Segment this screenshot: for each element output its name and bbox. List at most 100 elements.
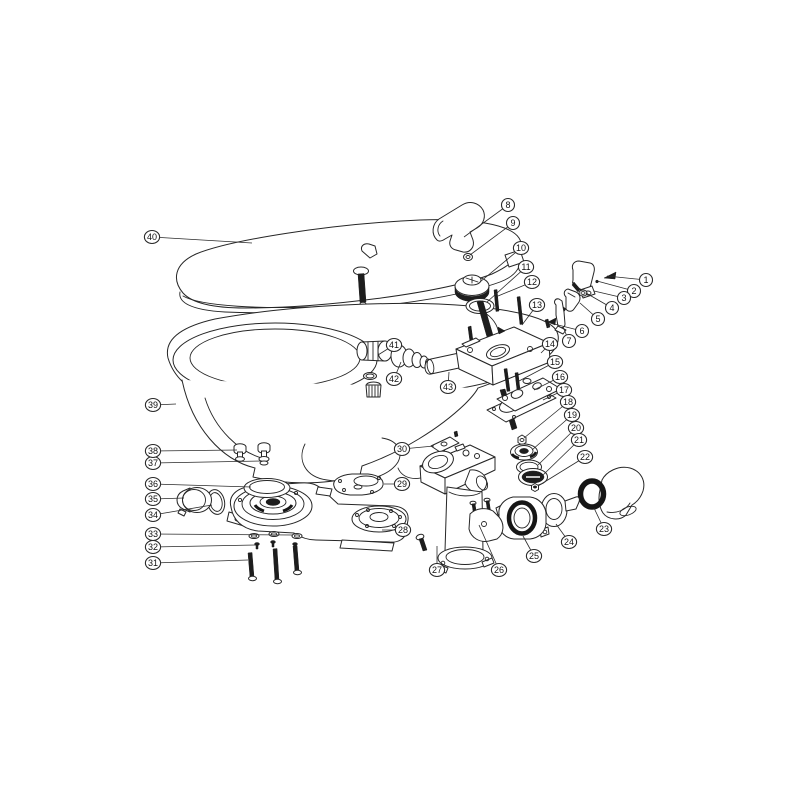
callout-6: 6 bbox=[549, 322, 590, 339]
callout-33: 33 bbox=[144, 526, 294, 542]
callout-bubble-10 bbox=[512, 240, 530, 256]
outlet-bracket bbox=[468, 497, 504, 542]
callout-26: 26 bbox=[478, 524, 508, 578]
stack-nut-upper bbox=[517, 434, 527, 446]
leader-line-26 bbox=[478, 524, 500, 571]
callout-number-42: 42 bbox=[389, 374, 399, 384]
drain-fitting-left bbox=[233, 443, 247, 462]
callout-1: 1 bbox=[606, 272, 654, 288]
callout-30: 30 bbox=[393, 441, 435, 457]
callout-bubble-1 bbox=[638, 272, 654, 288]
callout-number-4: 4 bbox=[609, 303, 614, 313]
callout-bubble-16 bbox=[551, 369, 569, 385]
callout-bubble-13 bbox=[528, 297, 546, 313]
callout-8: 8 bbox=[463, 197, 516, 238]
callout-10: 10 bbox=[479, 240, 530, 283]
callout-number-36: 36 bbox=[148, 479, 158, 489]
callout-bubble-15 bbox=[546, 354, 564, 370]
callout-number-29: 29 bbox=[397, 479, 407, 489]
callout-number-23: 23 bbox=[599, 524, 609, 534]
bracket-screws bbox=[595, 271, 617, 284]
valve-washer bbox=[578, 289, 588, 297]
callout-number-28: 28 bbox=[398, 525, 408, 535]
callout-2: 2 bbox=[596, 280, 642, 299]
access-cap bbox=[176, 487, 212, 517]
leader-line-22 bbox=[537, 456, 586, 487]
callout-bubble-23 bbox=[595, 521, 613, 537]
callout-38: 38 bbox=[144, 443, 238, 459]
callout-number-8: 8 bbox=[505, 200, 510, 210]
callout-number-14: 14 bbox=[545, 339, 555, 349]
callout-bubble-4 bbox=[604, 300, 620, 316]
callout-21: 21 bbox=[542, 432, 588, 476]
base-housing bbox=[226, 482, 409, 552]
leader-line-37 bbox=[152, 460, 263, 464]
callout-bubble-41 bbox=[385, 337, 403, 353]
callout-23: 23 bbox=[593, 507, 613, 537]
callout-bubble-3 bbox=[616, 290, 632, 306]
callout-39: 39 bbox=[144, 397, 177, 413]
callout-bubble-27 bbox=[428, 562, 446, 578]
callout-number-5: 5 bbox=[595, 314, 600, 324]
callout-number-37: 37 bbox=[148, 458, 158, 468]
callout-number-25: 25 bbox=[529, 551, 539, 561]
callout-16: 16 bbox=[533, 369, 569, 391]
pump-cylinder-assembly bbox=[415, 430, 504, 574]
callout-bubble-34 bbox=[144, 507, 162, 523]
callout-20: 20 bbox=[537, 420, 585, 466]
callout-28: 28 bbox=[382, 522, 412, 538]
callout-bubble-31 bbox=[144, 555, 162, 571]
callout-4: 4 bbox=[585, 292, 620, 316]
top-plate bbox=[496, 377, 562, 412]
callout-number-11: 11 bbox=[521, 262, 530, 272]
callout-24: 24 bbox=[555, 523, 578, 550]
callout-bubble-11 bbox=[517, 259, 535, 275]
callout-number-19: 19 bbox=[567, 410, 577, 420]
leader-line-18 bbox=[523, 401, 569, 439]
callout-layer: 1234567891011121314151617181920212223242… bbox=[143, 197, 654, 578]
callout-32: 32 bbox=[144, 539, 257, 555]
callout-42: 42 bbox=[385, 361, 403, 387]
callout-number-41: 41 bbox=[389, 340, 399, 350]
callout-bubble-35 bbox=[144, 491, 162, 507]
callout-number-34: 34 bbox=[148, 510, 158, 520]
callout-number-3: 3 bbox=[621, 293, 626, 303]
callout-bubble-28 bbox=[394, 522, 412, 538]
callout-31: 31 bbox=[144, 555, 249, 571]
callout-number-40: 40 bbox=[147, 232, 157, 242]
callout-bubble-38 bbox=[144, 443, 162, 459]
callout-12: 12 bbox=[497, 274, 541, 297]
callout-number-21: 21 bbox=[574, 435, 584, 445]
set-screws bbox=[254, 540, 298, 550]
callout-number-1: 1 bbox=[643, 275, 648, 285]
callout-number-12: 12 bbox=[527, 277, 537, 287]
callout-bubble-42 bbox=[385, 371, 403, 387]
callout-number-16: 16 bbox=[555, 372, 565, 382]
stack-nut-lower bbox=[531, 483, 539, 492]
toilet-bowl bbox=[166, 303, 559, 484]
leader-line-19 bbox=[531, 414, 573, 451]
top-bracket bbox=[430, 436, 460, 453]
leader-line-8 bbox=[463, 204, 509, 238]
callout-7: 7 bbox=[561, 326, 577, 349]
callout-bubble-26 bbox=[490, 562, 508, 578]
leader-line-40 bbox=[151, 236, 253, 244]
leader-line-36 bbox=[152, 483, 252, 488]
pump-handle bbox=[432, 202, 485, 253]
callout-number-2: 2 bbox=[631, 286, 636, 296]
callout-bubble-40 bbox=[143, 229, 161, 245]
callout-number-9: 9 bbox=[510, 218, 515, 228]
callout-bubble-43 bbox=[439, 379, 457, 395]
callout-number-17: 17 bbox=[559, 385, 569, 395]
pump-spout bbox=[464, 469, 488, 493]
leader-line-34 bbox=[152, 504, 213, 516]
callout-25: 25 bbox=[522, 535, 543, 564]
leader-line-11 bbox=[486, 266, 527, 303]
leader-line-21 bbox=[542, 439, 580, 476]
callout-3: 3 bbox=[593, 290, 632, 306]
leader-line-33 bbox=[152, 533, 294, 536]
callout-11: 11 bbox=[486, 259, 535, 303]
callout-number-32: 32 bbox=[148, 542, 158, 552]
elbow-o-ring bbox=[577, 478, 607, 510]
